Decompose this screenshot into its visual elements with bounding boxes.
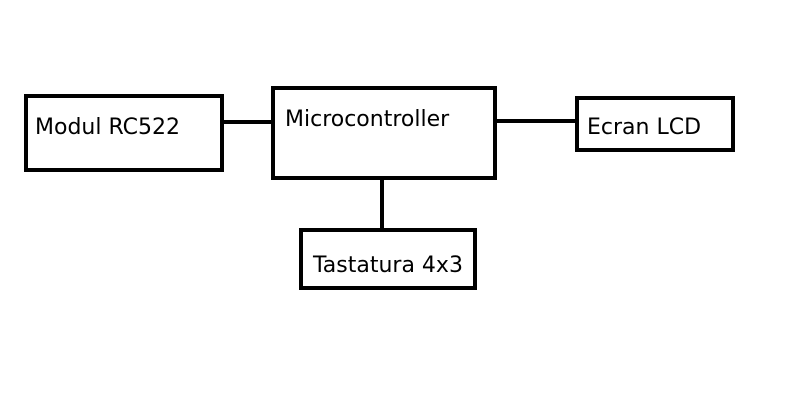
connector-microcontroller-lcd: [497, 119, 575, 123]
node-microcontroller: Microcontroller: [271, 86, 497, 180]
node-lcd-label: Ecran LCD: [587, 115, 702, 140]
node-lcd-screen: Ecran LCD: [575, 96, 735, 152]
connector-rc522-microcontroller: [224, 120, 271, 124]
connector-microcontroller-keypad: [380, 180, 384, 228]
node-rc522-label: Modul RC522: [35, 115, 180, 140]
node-keypad: Tastatura 4x3: [299, 228, 477, 290]
node-keypad-label: Tastatura 4x3: [313, 253, 463, 278]
node-microcontroller-label: Microcontroller: [285, 107, 450, 132]
node-rc522-module: Modul RC522: [24, 94, 224, 172]
